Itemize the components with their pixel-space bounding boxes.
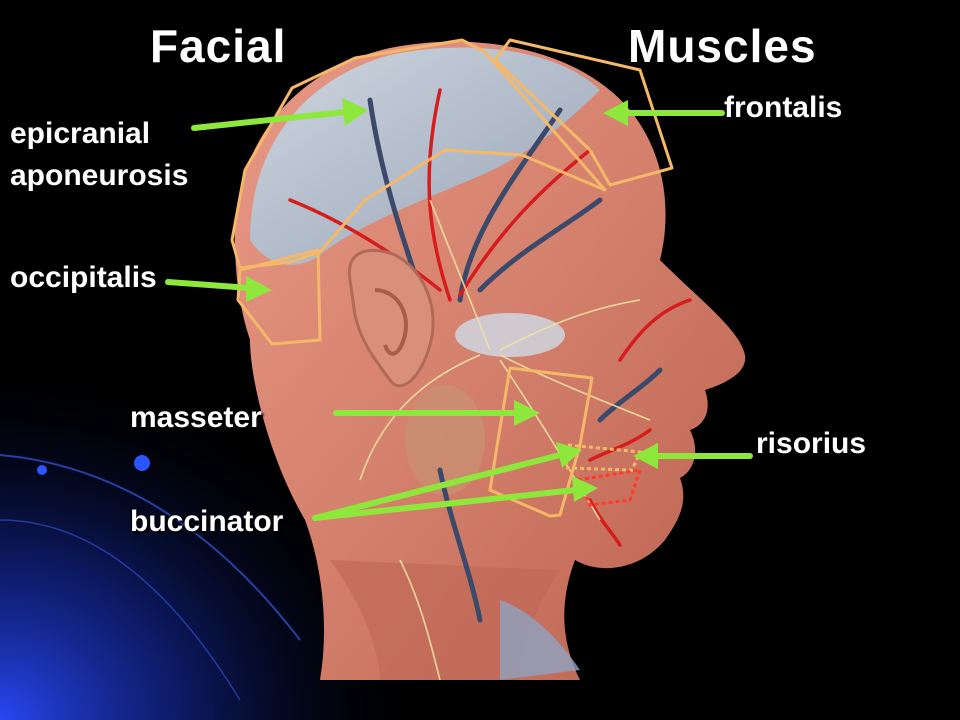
glow-dot-small xyxy=(37,465,47,475)
nerve-1 xyxy=(499,299,641,351)
artery-2 xyxy=(458,148,592,297)
artery-6 xyxy=(588,498,622,547)
nerve-6 xyxy=(399,559,441,681)
occipitalis-outline xyxy=(236,248,322,346)
title-facial: Facial xyxy=(150,20,287,72)
artery-4 xyxy=(618,298,692,362)
muscle-outlines xyxy=(230,38,674,518)
label-occipitalis: occipitalis xyxy=(10,261,157,294)
cheek-bone xyxy=(455,313,565,357)
nerve-2 xyxy=(499,354,651,421)
label-masseter: masseter xyxy=(130,401,262,434)
vein-5 xyxy=(597,367,663,423)
glow-arc-1 xyxy=(0,454,301,641)
neck-base xyxy=(500,600,580,680)
artery-3 xyxy=(288,198,442,292)
arrow-epicranial xyxy=(191,98,368,131)
artery-5 xyxy=(588,428,652,462)
vein-3 xyxy=(477,197,603,293)
scalp-aponeurosis xyxy=(250,47,600,265)
nerve-4 xyxy=(429,199,491,351)
label-frontalis: frontalis xyxy=(724,91,843,124)
masseter-outline xyxy=(488,366,594,518)
arrow-frontalis xyxy=(603,100,725,126)
title-muscles: Muscles xyxy=(628,20,817,72)
glow-dot xyxy=(134,455,150,471)
pointer-arrows xyxy=(165,98,753,521)
label-buccinator: buccinator xyxy=(130,505,284,538)
arteries xyxy=(288,88,692,547)
frontalis-outline xyxy=(493,38,674,187)
nerves xyxy=(359,199,651,681)
epicranial-aponeurosis-outline xyxy=(230,38,607,270)
vein-1 xyxy=(457,107,563,303)
nerve-3 xyxy=(499,359,601,521)
label-aponeurosis: aponeurosis xyxy=(10,159,189,192)
ear-inner xyxy=(374,288,408,356)
dotted-outlines xyxy=(564,443,643,472)
arrow-buccinator-upper xyxy=(312,442,582,521)
artery-1 xyxy=(427,88,452,302)
glow-arc-2 xyxy=(0,519,241,701)
risorius-outline xyxy=(564,443,643,472)
label-risorius: risorius xyxy=(756,427,867,460)
buccinator-red-outline xyxy=(575,468,643,507)
arrow-occipitalis xyxy=(165,276,272,302)
nerve-5 xyxy=(359,354,481,481)
buccinator-outline xyxy=(575,468,643,507)
label-epicranial: epicranial xyxy=(10,117,151,150)
arrow-masseter xyxy=(333,400,540,426)
ear xyxy=(347,248,435,388)
arrow-buccinator-lower xyxy=(312,476,598,521)
arrow-risorius xyxy=(633,443,753,469)
